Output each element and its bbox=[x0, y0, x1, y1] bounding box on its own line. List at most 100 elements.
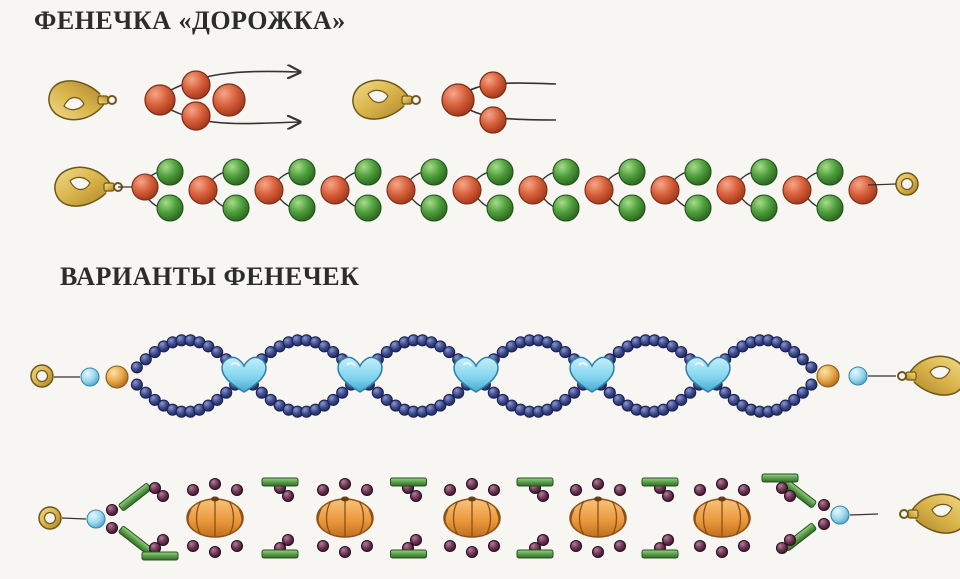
track-orange-bead bbox=[188, 175, 218, 205]
pumpkin-seed-bead bbox=[230, 539, 244, 553]
pumpkin-seed-bead bbox=[186, 483, 200, 497]
heart-seed-bead-bottom bbox=[443, 393, 456, 406]
heart-seed-bead-bottom bbox=[796, 386, 809, 399]
pumpkin-light-bead-end bbox=[830, 505, 850, 525]
pumpkin-seed-bead bbox=[360, 539, 374, 553]
heart-seed-bead-top bbox=[796, 353, 809, 366]
step1-bead-2 bbox=[181, 70, 211, 100]
heart-light-bead-end bbox=[848, 366, 868, 386]
pumpkin-seed-bead bbox=[281, 533, 295, 547]
heart-seed-bead-top bbox=[434, 340, 447, 353]
pumpkin-bugle-bead bbox=[516, 549, 554, 559]
pumpkin-seed-bead bbox=[737, 539, 751, 553]
heart-seed-bead-bottom bbox=[550, 399, 563, 412]
heart-seed-bead-bottom bbox=[719, 386, 732, 399]
track-green-bead-bottom bbox=[750, 194, 778, 222]
heart-seed-bead-top bbox=[675, 346, 688, 359]
heart-seed-bead-bottom bbox=[380, 393, 393, 406]
heart-seed-bead-bottom bbox=[434, 399, 447, 412]
heart-seed-bead-bottom bbox=[666, 399, 679, 412]
track-orange-bead bbox=[584, 175, 614, 205]
pumpkin-seed-bead bbox=[208, 477, 222, 491]
track-green-bead-top bbox=[288, 158, 316, 186]
pumpkin-seed-bead bbox=[148, 481, 162, 495]
pumpkin-seed-bead bbox=[775, 541, 789, 555]
heart-seed-bead-top bbox=[318, 340, 331, 353]
track-orange-bead bbox=[386, 175, 416, 205]
heart-bead-icon bbox=[569, 356, 615, 393]
pumpkin-seed-bead bbox=[230, 483, 244, 497]
pumpkin-seed-bead bbox=[443, 483, 457, 497]
heart-amber-bead-start bbox=[105, 365, 129, 389]
heart-seed-bead-top bbox=[148, 346, 161, 359]
pumpkin-seed-bead bbox=[465, 545, 479, 559]
track-orange-bead bbox=[782, 175, 812, 205]
heart-bead-icon bbox=[221, 356, 267, 393]
pumpkin-seed-bead bbox=[569, 539, 583, 553]
pumpkin-bugle-bead bbox=[641, 549, 679, 559]
heart-seed-bead-bottom bbox=[130, 378, 143, 391]
heart-seed-bead-top bbox=[380, 346, 393, 359]
pumpkin-seed-bead bbox=[208, 545, 222, 559]
track-orange-bead bbox=[518, 175, 548, 205]
pumpkin-bead-icon bbox=[443, 495, 501, 538]
pumpkin-seed-bead bbox=[613, 483, 627, 497]
heart-seed-bead-bottom bbox=[779, 399, 792, 412]
track-bracelet bbox=[53, 158, 919, 222]
heart-bead-icon bbox=[337, 356, 383, 393]
pumpkin-seed-bead bbox=[105, 521, 119, 535]
heart-seed-bead-bottom bbox=[603, 386, 616, 399]
step2-lobster-clasp-icon bbox=[351, 79, 421, 121]
variants-heading: ВАРИАНТЫ ФЕНЕЧЕК bbox=[60, 262, 360, 291]
heart-seed-bead-top bbox=[559, 346, 572, 359]
heart-seed-bead-top bbox=[805, 361, 818, 374]
pumpkin-seed-bead bbox=[591, 477, 605, 491]
heart-seed-bead-bottom bbox=[727, 393, 740, 406]
track-lobster-clasp-icon bbox=[53, 166, 123, 208]
track-green-bead-top bbox=[222, 158, 250, 186]
step1-thread-top bbox=[159, 71, 300, 97]
heart-bead-icon bbox=[453, 356, 499, 393]
pumpkin-seed-bead bbox=[817, 498, 831, 512]
heart-seed-bead-bottom bbox=[264, 393, 277, 406]
pumpkin-bugle-bead bbox=[261, 477, 299, 487]
heart-seed-bead-top bbox=[327, 346, 340, 359]
heart-seed-bead-top bbox=[779, 340, 792, 353]
pumpkin-seed-bead bbox=[693, 539, 707, 553]
heart-seed-bead-bottom bbox=[371, 386, 384, 399]
track-green-bead-bottom bbox=[156, 194, 184, 222]
heart-seed-bead-bottom bbox=[568, 386, 581, 399]
track-green-bead-top bbox=[816, 158, 844, 186]
track-green-bead-bottom bbox=[288, 194, 316, 222]
pumpkin-bugle-bead bbox=[261, 549, 299, 559]
heart-seed-bead-top bbox=[139, 353, 152, 366]
track-green-bead-bottom bbox=[354, 194, 382, 222]
track-green-bead-top bbox=[420, 158, 448, 186]
step2-bead-2 bbox=[479, 71, 507, 99]
heart-seed-bead-top bbox=[788, 346, 801, 359]
heart-seed-bead-bottom bbox=[805, 378, 818, 391]
track-orange-bead-start bbox=[131, 173, 159, 201]
heart-seed-bead-bottom bbox=[559, 393, 572, 406]
track-green-bead-top bbox=[552, 158, 580, 186]
step2-bead-3 bbox=[479, 106, 507, 134]
pumpkin-seed-bead bbox=[409, 489, 423, 503]
heart-end-clasp-icon bbox=[897, 355, 960, 397]
track-thread bbox=[118, 170, 831, 210]
track-green-bead-top bbox=[750, 158, 778, 186]
pumpkin-seed-bead bbox=[536, 533, 550, 547]
track-green-bead-top bbox=[618, 158, 646, 186]
pumpkin-bugle-bead bbox=[761, 473, 799, 483]
heart-amber-bead-end bbox=[816, 364, 840, 388]
pumpkin-seed-bead bbox=[281, 489, 295, 503]
track-orange-bead bbox=[452, 175, 482, 205]
pumpkin-bugle-bead bbox=[641, 477, 679, 487]
pumpkin-seed-bead bbox=[817, 517, 831, 531]
pumpkin-bead-icon bbox=[186, 495, 244, 538]
track-green-bead-bottom bbox=[618, 194, 646, 222]
heart-seed-bead-bottom bbox=[612, 393, 625, 406]
track-green-bead-bottom bbox=[816, 194, 844, 222]
pumpkin-light-bead-start bbox=[86, 509, 106, 529]
step-2-diagram bbox=[351, 71, 557, 134]
heart-seed-bead-bottom bbox=[202, 399, 215, 412]
